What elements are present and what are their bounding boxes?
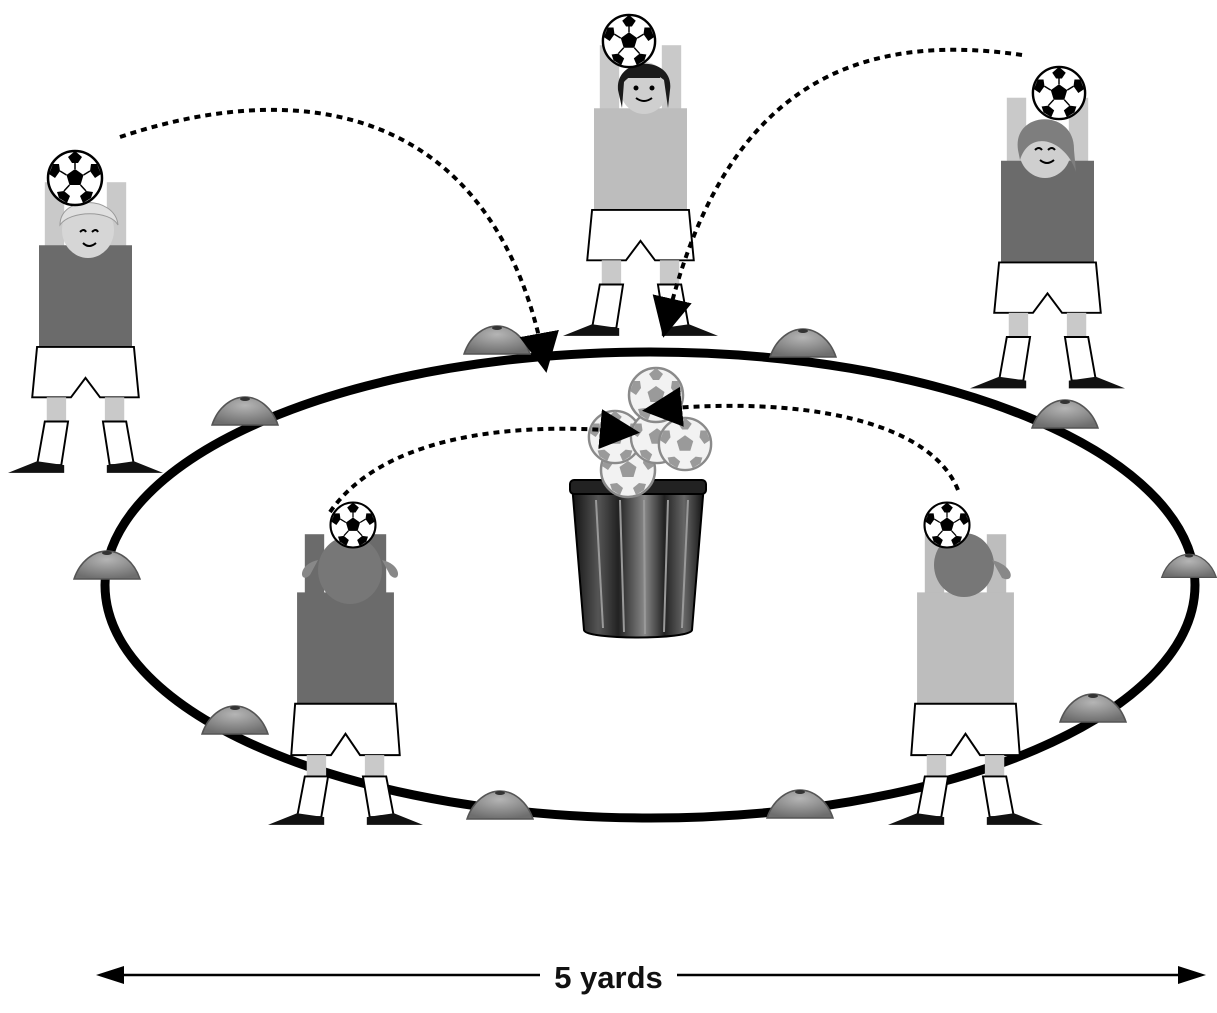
soccer-ball-icon bbox=[657, 416, 713, 472]
player-head bbox=[59, 202, 119, 258]
player-head-back bbox=[301, 536, 399, 604]
cone-7 bbox=[201, 705, 269, 735]
throw-path-inner-left bbox=[328, 409, 640, 514]
cone-8 bbox=[1059, 693, 1127, 723]
player-outer-right bbox=[970, 65, 1125, 390]
player-head-back bbox=[934, 533, 1011, 597]
cone-10 bbox=[766, 789, 834, 819]
cone-5 bbox=[73, 550, 141, 580]
ball-pile bbox=[587, 366, 713, 499]
dimension-line bbox=[96, 966, 1206, 984]
cone-9 bbox=[466, 790, 534, 820]
throw-path-left bbox=[119, 107, 559, 373]
cone-3 bbox=[211, 396, 279, 426]
arrow-right-icon bbox=[1178, 966, 1206, 984]
trash-can-icon bbox=[569, 479, 707, 639]
cone-6 bbox=[1160, 553, 1217, 579]
player-outer-left bbox=[8, 149, 163, 474]
player-outer-center bbox=[563, 13, 718, 336]
throw-path-right bbox=[652, 47, 1023, 338]
player-inner-right bbox=[888, 501, 1043, 826]
soccer-ball-icon bbox=[46, 149, 104, 207]
soccer-ball-icon bbox=[1031, 65, 1087, 121]
cone-2 bbox=[769, 328, 837, 358]
soccer-ball-icon bbox=[923, 501, 971, 549]
cone-4 bbox=[1031, 399, 1099, 429]
throw-paths bbox=[119, 47, 1023, 514]
soccer-ball-icon bbox=[627, 366, 685, 424]
arrow-left-icon bbox=[96, 966, 124, 984]
player-inner-left bbox=[268, 501, 423, 826]
boundary-ring bbox=[100, 347, 1200, 823]
soccer-ball-icon bbox=[601, 13, 657, 69]
player-head bbox=[617, 62, 671, 114]
soccer-ball-icon bbox=[329, 501, 377, 549]
throw-path-inner-right bbox=[642, 386, 960, 491]
cone-1 bbox=[463, 325, 531, 355]
player-head bbox=[1017, 119, 1076, 178]
